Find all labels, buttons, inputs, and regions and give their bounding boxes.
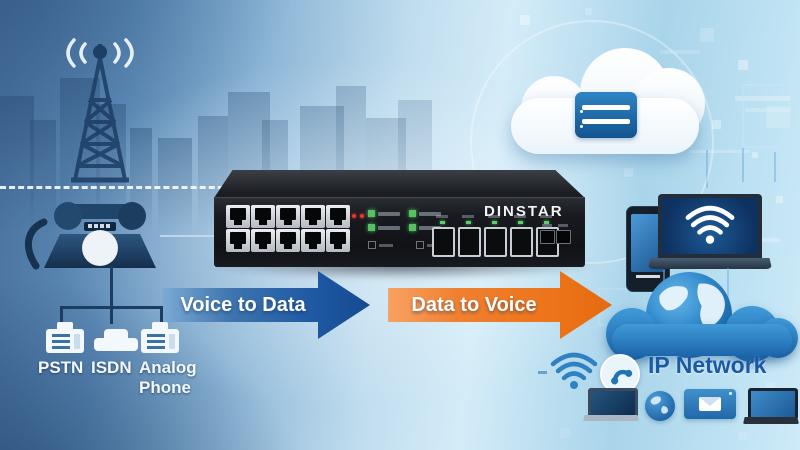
wifi-icon [550,352,598,389]
rj45-port [226,205,250,228]
radio-tower-icon [66,38,134,183]
status-led [409,224,441,231]
ip-network-label: IP Network [648,352,767,378]
status-led [409,210,441,217]
laptop-base [743,417,799,424]
server-icon [575,92,637,138]
led-grid [368,210,441,231]
rotary-phone-icon [25,202,156,270]
rj45-port [276,229,300,252]
laptop-icon [748,388,798,420]
pstn-label: PSTN [38,358,84,377]
ip-cloud-icon [606,262,798,362]
laptop-icon [588,388,638,418]
wifi-icon [685,205,735,244]
phone-to-device-line [160,235,218,237]
left-port-grid [226,205,350,252]
gateway-front-panel: DINSTAR [214,197,585,267]
brand-logo: DINSTAR [484,203,564,220]
laptop-icon [658,194,762,258]
laptop-base [648,258,772,269]
red-led-dots [352,214,364,218]
fax-machine-icon [141,322,179,353]
right-port-row [432,215,559,257]
gateway-top-face [214,170,585,198]
rj45-port [301,205,325,228]
rj45-port [484,215,507,257]
rj45-port [276,205,300,228]
rj45-port [510,215,533,257]
analog-phone-label: Analog Phone [139,358,197,397]
rj45-port [226,229,250,252]
email-screen-icon [684,389,736,419]
wifi-dash [538,371,547,374]
rj45-port [251,205,275,228]
data-to-voice-label: Data to Voice [411,294,537,316]
rj45-port [326,229,350,252]
rj45-port [326,205,350,228]
rj45-port [301,229,325,252]
status-led [368,224,400,231]
rj45-port [432,215,455,257]
voice-to-data-label: Voice to Data [180,294,306,316]
fax-machine-icon [46,322,84,353]
isdn-label: ISDN [91,358,132,377]
globe-icon [645,391,675,421]
voice-to-data-arrow [163,288,318,322]
rj45-port [251,229,275,252]
data-to-voice-arrow [388,288,560,322]
red-led [352,214,356,218]
laptop-base [583,415,639,421]
dashed-line [0,186,360,189]
rj45-port [458,215,481,257]
status-led [368,210,400,217]
server-cloud-icon [505,48,705,158]
red-led [360,214,364,218]
desk-modem-icon [94,329,138,351]
